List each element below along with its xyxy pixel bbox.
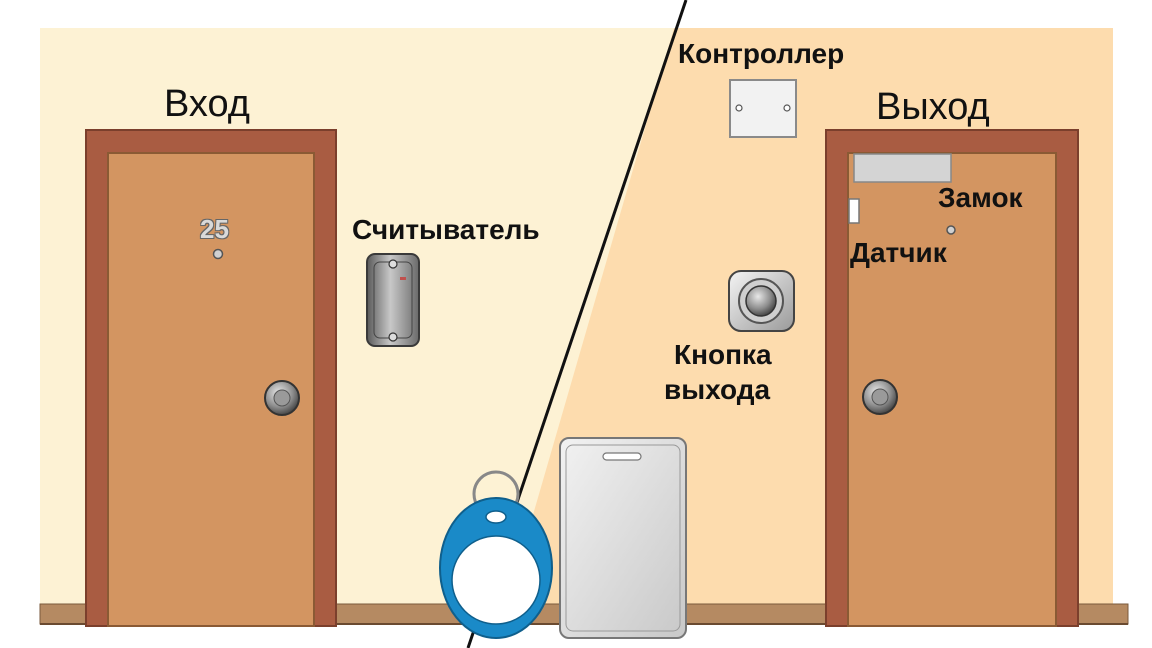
card-reader-icon xyxy=(366,253,420,347)
exit-button-label-line1: Кнопка xyxy=(674,339,772,370)
exit-door-knob-center xyxy=(871,388,889,406)
controller-box-icon xyxy=(729,79,797,138)
controller-label: Контроллер xyxy=(678,38,845,69)
exit-button-label-line2: выхода xyxy=(664,374,771,405)
push-button-icon xyxy=(728,270,795,332)
lock-dot xyxy=(946,225,956,235)
entrance-door xyxy=(85,129,337,627)
door-peephole xyxy=(212,248,224,260)
electromagnetic-lock-icon xyxy=(853,153,952,183)
reader-label: Считыватель xyxy=(352,214,540,245)
door-sensor-icon xyxy=(848,198,860,224)
door-number: 25 xyxy=(200,214,229,244)
proximity-card-icon xyxy=(559,437,687,639)
lock-label: Замок xyxy=(938,182,1023,213)
entrance-door-knob-center xyxy=(273,389,291,407)
key-fob-icon xyxy=(439,470,553,639)
sensor-label: Датчик xyxy=(850,237,947,268)
exit-label: Выход xyxy=(876,86,990,128)
exit-door xyxy=(825,129,1079,627)
entrance-label: Вход xyxy=(164,83,250,125)
